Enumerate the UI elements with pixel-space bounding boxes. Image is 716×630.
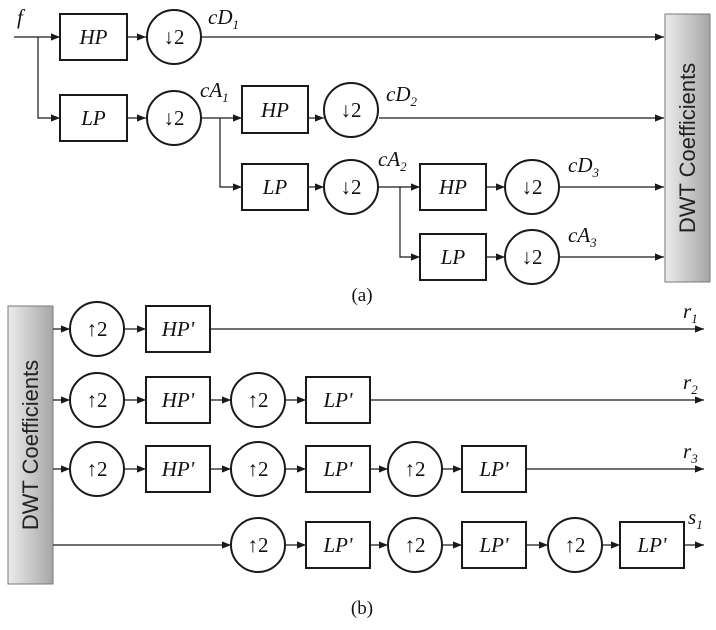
- lp-prime-filter-r4-2: LP': [461, 521, 527, 569]
- downsample-node-3: ↓2: [323, 82, 379, 138]
- svg-text:HP': HP': [161, 317, 195, 341]
- svg-text:HP': HP': [161, 388, 195, 412]
- svg-text:↓2: ↓2: [341, 175, 362, 199]
- svg-text:↑2: ↑2: [87, 317, 108, 341]
- synthesis-wiring: [53, 325, 704, 549]
- hp-prime-filter-r2: HP': [145, 376, 211, 424]
- svg-text:LP: LP: [440, 245, 466, 269]
- lp-prime-filter-r2: LP': [305, 376, 371, 424]
- hp-filter-1: HP: [59, 13, 128, 61]
- svg-text:↓2: ↓2: [164, 106, 185, 130]
- svg-text:DWT Coefficients: DWT Coefficients: [675, 63, 700, 233]
- svg-text:↓2: ↓2: [522, 175, 543, 199]
- downsample-node-5: ↓2: [504, 159, 560, 215]
- downsample-node-2: ↓2: [146, 90, 202, 146]
- svg-text:↑2: ↑2: [405, 533, 426, 557]
- output-label-r1: r1: [683, 299, 698, 326]
- svg-text:↑2: ↑2: [248, 457, 269, 481]
- input-signal-label: f: [17, 5, 26, 29]
- svg-text:HP: HP: [438, 175, 467, 199]
- upsample-node-r4-1: ↑2: [230, 517, 286, 573]
- upsample-node-r4-3: ↑2: [547, 517, 603, 573]
- coeff-label-cD3: cD3: [568, 153, 600, 180]
- hp-filter-2: HP: [241, 85, 309, 134]
- lp-filter-2: LP: [241, 163, 309, 211]
- output-label-r2: r2: [683, 370, 698, 397]
- svg-text:LP': LP': [323, 533, 354, 557]
- upsample-node-r3-1: ↑2: [69, 441, 125, 497]
- lp-filter-1: LP: [59, 94, 128, 142]
- downsample-node-1: ↓2: [146, 9, 202, 65]
- svg-text:HP': HP': [161, 457, 195, 481]
- svg-text:↓2: ↓2: [164, 25, 185, 49]
- svg-text:↓2: ↓2: [522, 245, 543, 269]
- dwt-coefficients-block-a: DWT Coefficients: [664, 13, 711, 283]
- svg-text:LP': LP': [637, 533, 668, 557]
- coeff-label-cA1: cA1: [200, 78, 229, 105]
- downsample-node-4: ↓2: [323, 159, 379, 215]
- lp-prime-filter-r4-3: LP': [619, 521, 685, 569]
- upsample-node-r2-1: ↑2: [69, 372, 125, 428]
- coeff-label-cA2: cA2: [378, 147, 407, 174]
- lp-filter-3: LP: [419, 233, 487, 281]
- output-label-r3: r3: [683, 439, 698, 466]
- svg-text:↑2: ↑2: [87, 457, 108, 481]
- downsample-node-6: ↓2: [504, 229, 560, 285]
- svg-text:HP: HP: [79, 25, 108, 49]
- analysis-wiring: [14, 33, 664, 261]
- svg-text:LP': LP': [479, 533, 510, 557]
- svg-text:LP': LP': [323, 388, 354, 412]
- hp-filter-3: HP: [419, 163, 487, 211]
- hp-prime-filter-r3: HP': [145, 445, 211, 493]
- caption-a: (a): [351, 285, 372, 306]
- svg-text:↑2: ↑2: [565, 533, 586, 557]
- svg-text:↑2: ↑2: [405, 457, 426, 481]
- svg-text:LP': LP': [323, 457, 354, 481]
- svg-text:↓2: ↓2: [341, 98, 362, 122]
- coeff-label-cA3: cA3: [568, 223, 597, 250]
- coeff-label-cD2: cD2: [386, 82, 418, 109]
- svg-text:LP: LP: [262, 175, 288, 199]
- svg-text:HP: HP: [260, 98, 289, 122]
- svg-text:DWT Coefficients: DWT Coefficients: [18, 360, 43, 530]
- lp-prime-filter-r3-2: LP': [461, 445, 527, 493]
- svg-text:LP': LP': [479, 457, 510, 481]
- caption-b: (b): [351, 598, 373, 619]
- upsample-node-r3-3: ↑2: [387, 441, 443, 497]
- svg-text:↑2: ↑2: [87, 388, 108, 412]
- svg-text:LP: LP: [80, 106, 106, 130]
- coeff-label-cD1: cD1: [208, 5, 239, 32]
- lp-prime-filter-r3-1: LP': [305, 445, 371, 493]
- hp-prime-filter-r1: HP': [145, 305, 211, 353]
- upsample-node-r1-1: ↑2: [69, 301, 125, 357]
- upsample-node-r3-2: ↑2: [230, 441, 286, 497]
- svg-text:↑2: ↑2: [248, 533, 269, 557]
- dwt-coefficients-block-b: DWT Coefficients: [7, 305, 54, 585]
- lp-prime-filter-r4-1: LP': [305, 521, 371, 569]
- output-label-s1: s1: [688, 505, 703, 532]
- svg-text:↑2: ↑2: [248, 388, 269, 412]
- upsample-node-r4-2: ↑2: [387, 517, 443, 573]
- upsample-node-r2-2: ↑2: [230, 372, 286, 428]
